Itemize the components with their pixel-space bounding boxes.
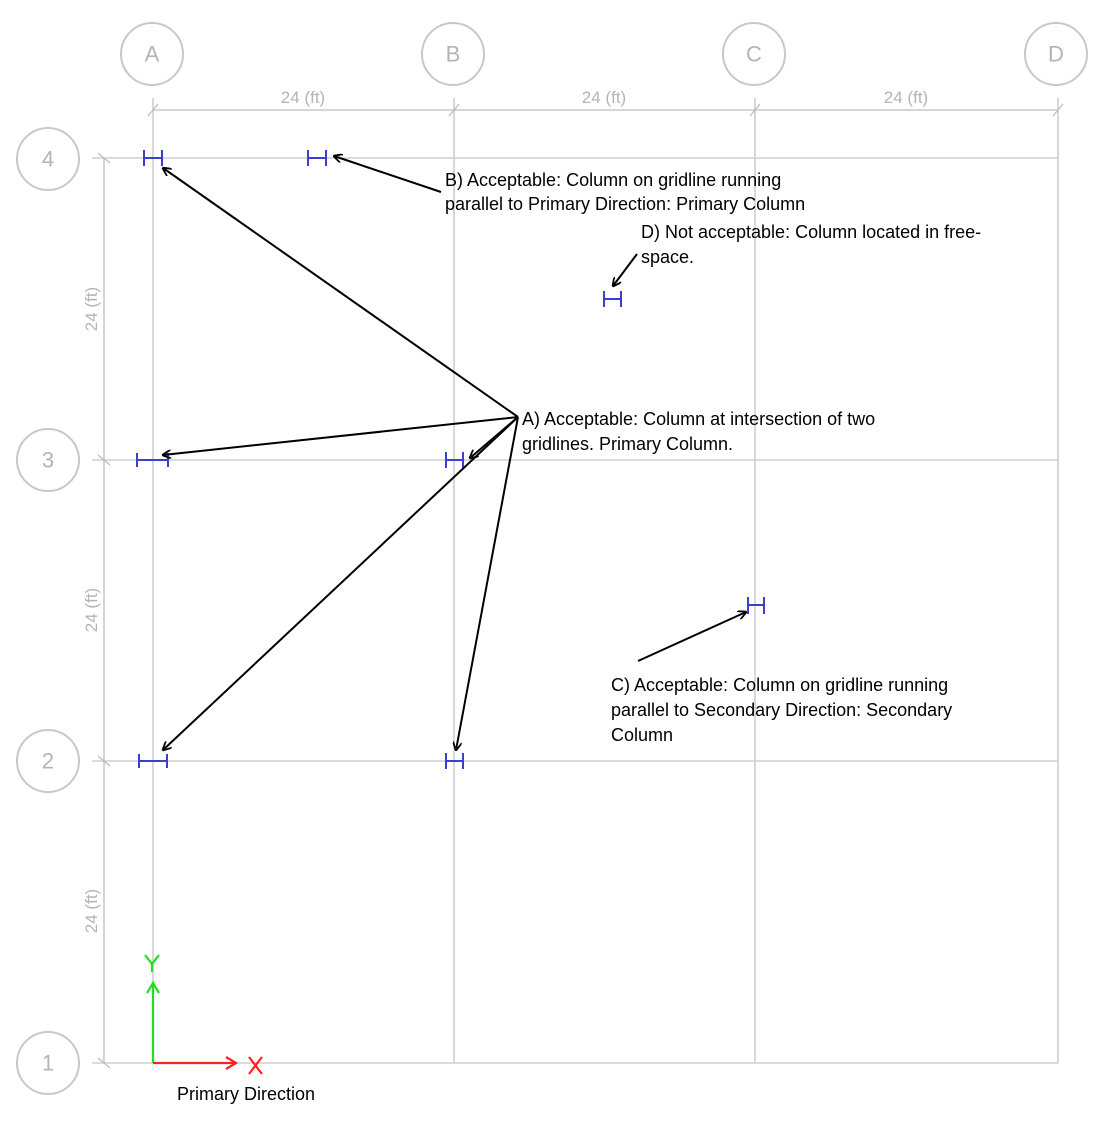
arrow-a-to-a4: [163, 168, 519, 418]
arrow-c: [637, 612, 746, 662]
arrow-a-to-a3: [163, 416, 519, 455]
grid-bubble-3: [16, 428, 80, 492]
annotation-b-line-1: B) Acceptable: Column on gridline runnin…: [445, 170, 781, 190]
dimension-label-21: 24 (ft): [82, 889, 101, 933]
annotation-c-line-1: C) Acceptable: Column on gridline runnin…: [611, 675, 948, 695]
grid-bubble-label-1: 1: [42, 1051, 54, 1076]
grid-bubble-label-c: C: [746, 42, 762, 67]
grid-bubble-d: [1024, 22, 1088, 86]
column-b-line4: [307, 150, 327, 166]
column-b3: [445, 452, 464, 468]
columns: [136, 150, 765, 769]
annotation-d: D) Not acceptable: Column located in fre…: [641, 222, 986, 267]
grid-bubble-c: [722, 22, 786, 86]
dimension-label-32: 24 (ft): [82, 588, 101, 632]
dim-tick: [1052, 103, 1064, 117]
grid-bubble-label-a: A: [145, 42, 160, 67]
dimension-label-43: 24 (ft): [82, 287, 101, 331]
arrow-d: [613, 253, 638, 286]
arrow-a-to-b2: [456, 416, 519, 750]
column-a2: [138, 754, 168, 768]
grid-bubbles: A B C D 4 3 2 1: [16, 22, 1088, 1095]
arrow-a-to-a2: [163, 416, 519, 750]
grid-bubble-b: [421, 22, 485, 86]
primary-direction-caption: Primary Direction: [177, 1084, 315, 1104]
x-axis-arrow: [153, 1056, 239, 1070]
column-a4: [143, 150, 163, 166]
grid-bubble-2: [16, 729, 80, 793]
annotation-d-line-2: space.: [641, 247, 694, 267]
annotation-d-line-1: D) Not acceptable: Column located in fre…: [641, 222, 981, 242]
annotation-b-line-2: parallel to Primary Direction: Primary C…: [445, 194, 805, 214]
leader-arrows: [163, 156, 746, 750]
annotation-a-line-2: gridlines. Primary Column.: [522, 434, 733, 454]
grid-bubble-label-4: 4: [42, 147, 54, 172]
dim-tick: [448, 103, 460, 117]
dim-tick: [97, 454, 111, 466]
grid-bubble-label-3: 3: [42, 448, 54, 473]
y-axis-arrow: [146, 980, 160, 1063]
column-freespace: [603, 291, 622, 307]
annotation-a-line-1: A) Acceptable: Column at intersection of…: [522, 409, 875, 429]
annotation-a: A) Acceptable: Column at intersection of…: [522, 409, 880, 454]
grid-bubble-1: [16, 1031, 80, 1095]
grid-bubble-label-2: 2: [42, 749, 54, 774]
x-axis-letter: [248, 1056, 263, 1075]
gridlines: [92, 98, 1059, 1064]
annotations: B) Acceptable: Column on gridline runnin…: [445, 170, 986, 745]
axis-triad: Primary Direction: [144, 954, 315, 1104]
dimension-labels: 24 (ft) 24 (ft) 24 (ft) 24 (ft) 24 (ft) …: [82, 88, 928, 933]
grid-bubble-label-d: D: [1048, 42, 1064, 67]
dim-tick: [97, 755, 111, 767]
arrow-b: [334, 156, 442, 193]
dimension-label-ab: 24 (ft): [281, 88, 325, 107]
dim-tick: [749, 103, 761, 117]
grid-bubble-label-b: B: [446, 42, 461, 67]
dim-tick: [97, 152, 111, 164]
annotation-b: B) Acceptable: Column on gridline runnin…: [445, 170, 805, 214]
annotation-c-line-2: parallel to Secondary Direction: Seconda…: [611, 700, 952, 720]
dimension-lines: [97, 103, 1064, 1069]
dim-tick: [147, 103, 159, 117]
grid-bubble-a: [120, 22, 184, 86]
dimension-label-cd: 24 (ft): [884, 88, 928, 107]
grid-bubble-4: [16, 127, 80, 191]
dim-tick: [97, 1057, 111, 1069]
column-b2: [445, 753, 464, 769]
column-c-secondary: [747, 597, 765, 614]
annotation-c: C) Acceptable: Column on gridline runnin…: [611, 675, 957, 745]
dimension-label-bc: 24 (ft): [582, 88, 626, 107]
y-axis-letter: [144, 954, 160, 972]
annotation-c-line-3: Column: [611, 725, 673, 745]
